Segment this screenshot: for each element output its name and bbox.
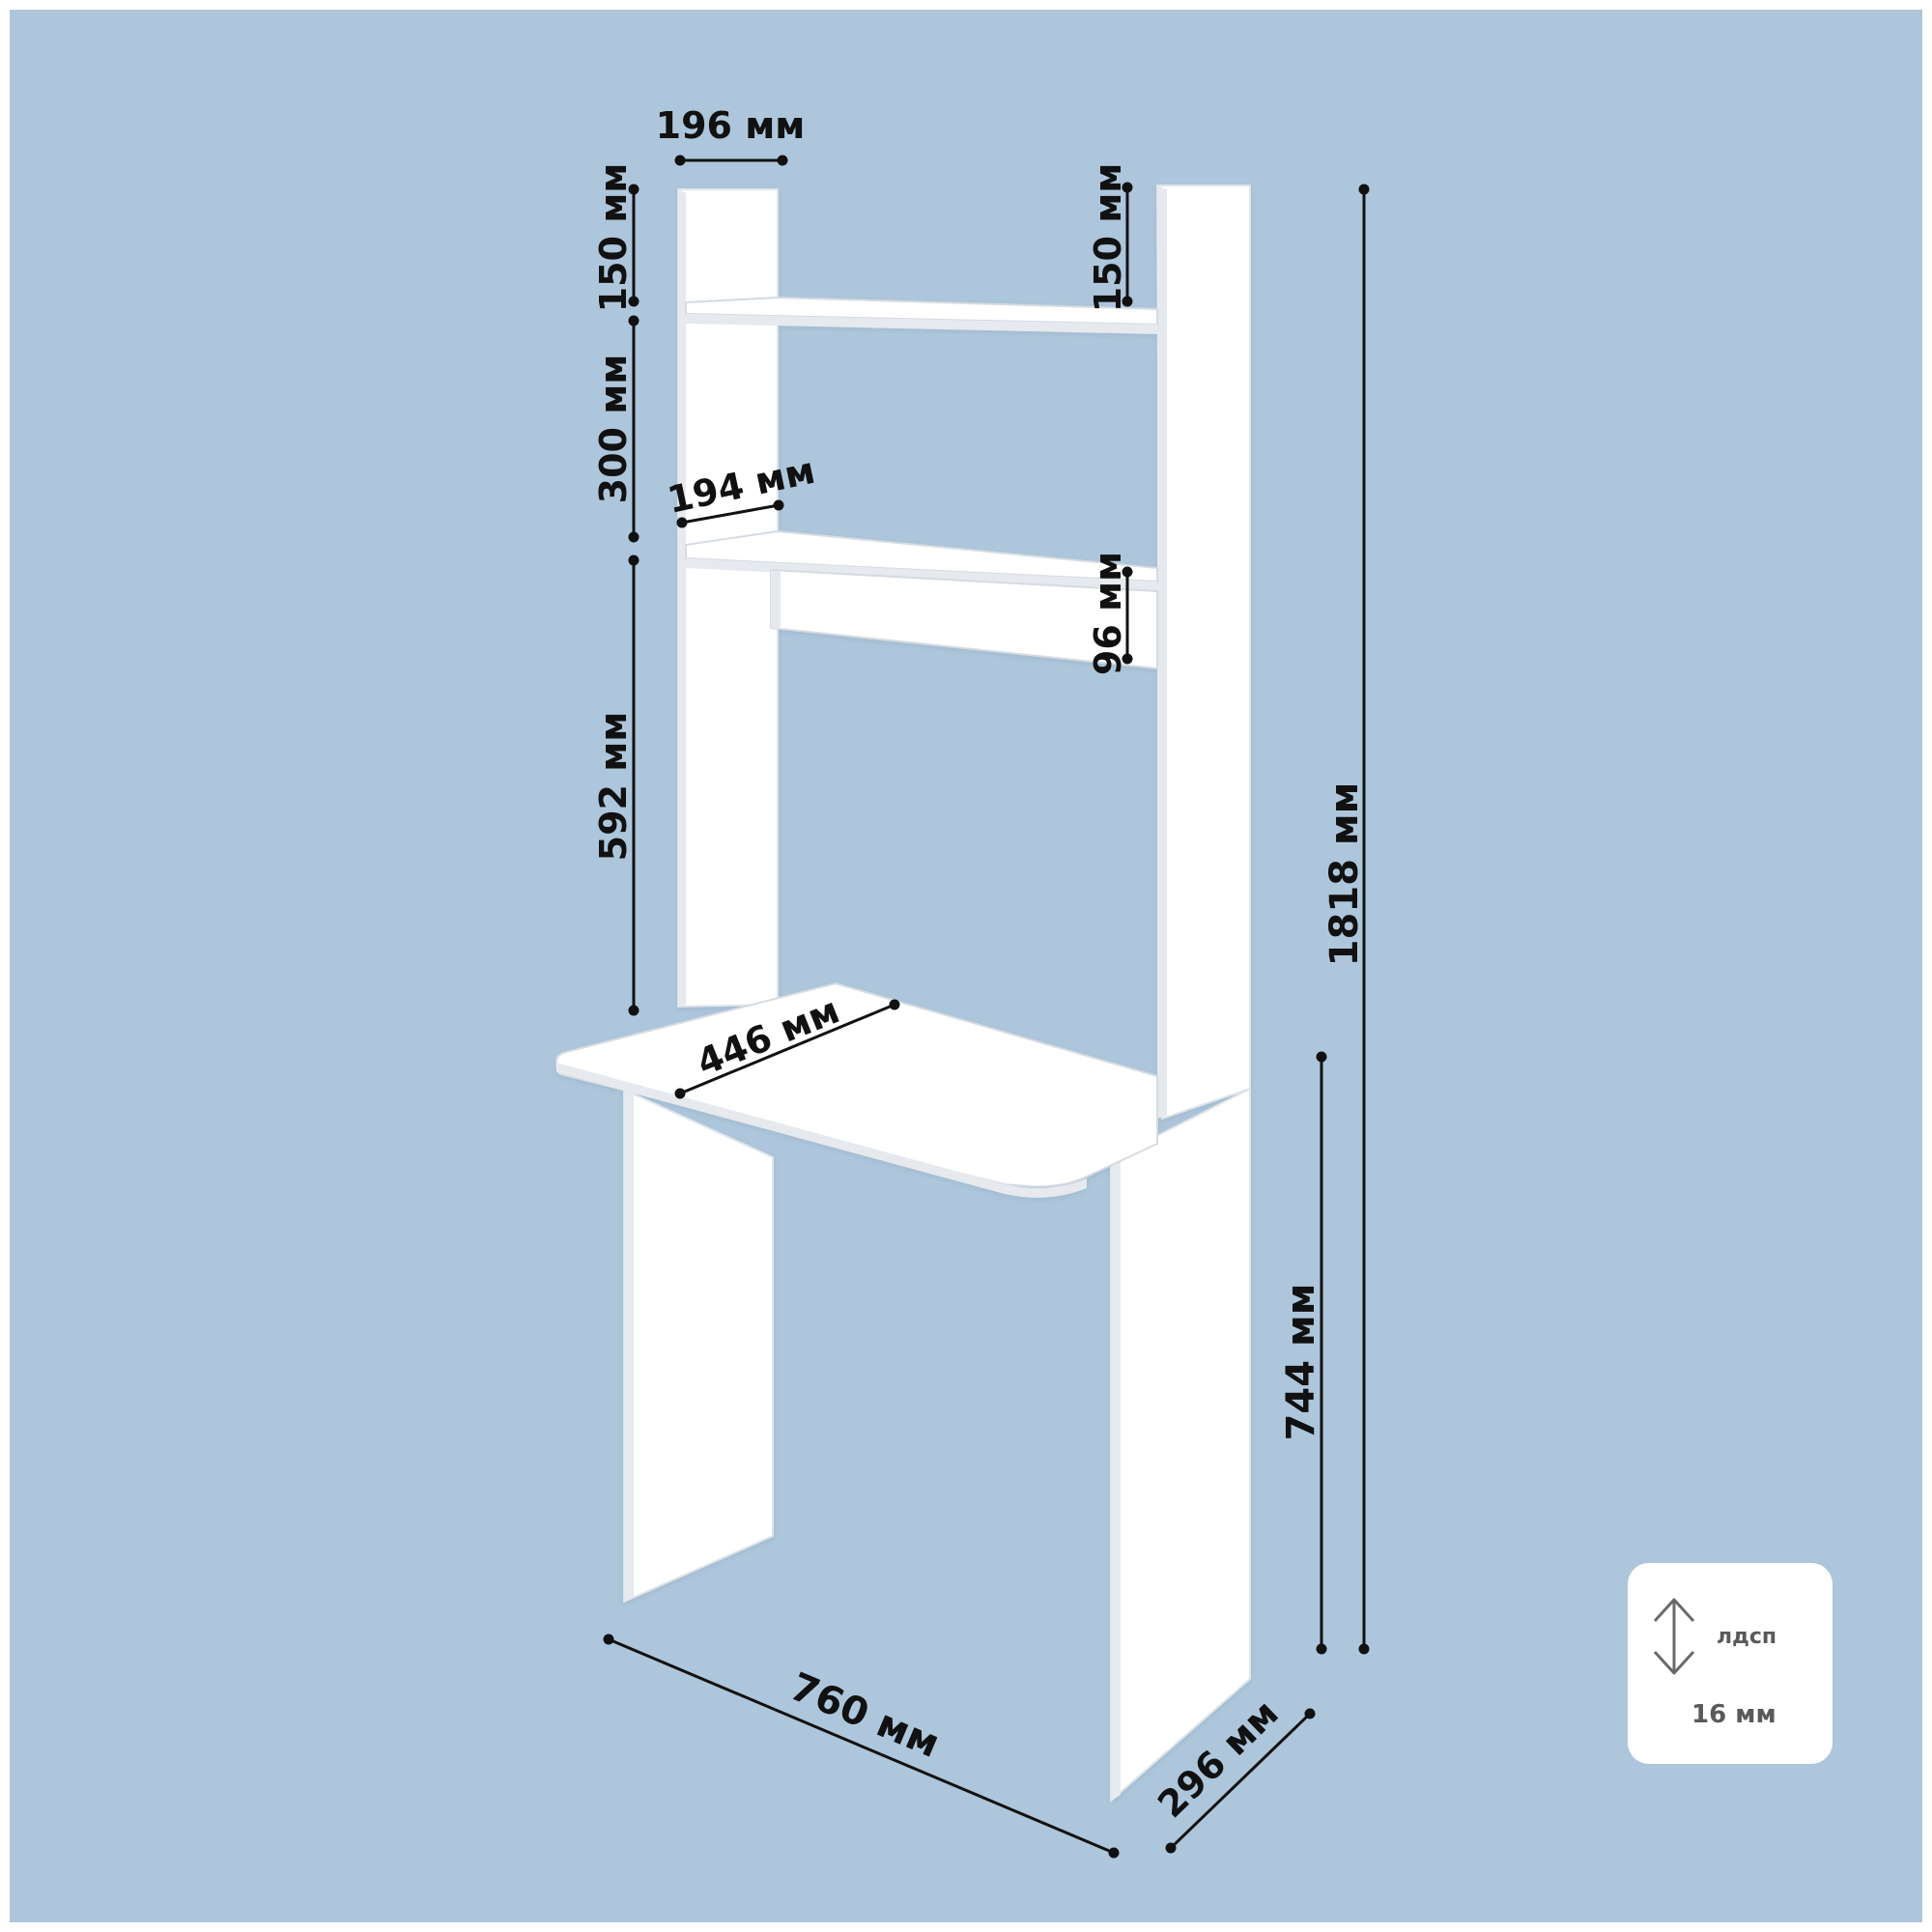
label-top-gap-right: 150 мм (1087, 163, 1129, 313)
middle-shelf-front (686, 558, 1157, 591)
material-label: лдсп (1717, 1625, 1777, 1649)
material-spec-card: лдсп 16 мм (1628, 1563, 1833, 1764)
furniture-diagram: 196 мм 150 мм 300 мм 592 мм 150 мм 194 м… (554, 104, 1370, 1859)
middle-shelf (685, 529, 1158, 583)
dim-line-base-depth (1169, 1712, 1312, 1850)
label-total-height: 1818 мм (1322, 782, 1367, 967)
top-shelf (685, 296, 1158, 327)
right-lower-leg-edge (1111, 1157, 1121, 1801)
label-shelf-board-height: 96 мм (1087, 552, 1129, 675)
diagram-canvas: 196 мм 150 мм 300 мм 592 мм 150 мм 194 м… (10, 10, 1922, 1922)
material-thickness: 16 мм (1691, 1700, 1776, 1729)
right-upper-panel-edge (1157, 185, 1167, 1119)
right-lower-leg (1110, 1087, 1251, 1804)
furniture-drawing (554, 185, 1251, 1804)
left-upper-panel-side (678, 189, 686, 1007)
dimension-lines (603, 155, 1370, 1859)
label-width: 760 мм (783, 1664, 946, 1767)
right-upper-panel (1155, 185, 1251, 1121)
label-desk-height: 744 мм (1279, 1284, 1323, 1441)
dim-line-width (608, 1637, 1115, 1855)
top-shelf-front (686, 314, 1157, 334)
dim-line-desk-depth (679, 1003, 895, 1095)
label-side-top-width: 196 мм (656, 104, 806, 147)
left-lower-leg-edge (624, 1090, 634, 1602)
label-shelf-gap: 300 мм (592, 355, 635, 504)
label-top-gap-left: 150 мм (592, 163, 635, 313)
dim-line-shelf-depth (681, 503, 780, 525)
label-lower-gap: 592 мм (592, 712, 635, 862)
vertical-double-arrow-icon (1653, 1598, 1695, 1675)
shelf-back-board-edge (771, 570, 781, 629)
left-lower-leg (623, 1088, 774, 1604)
